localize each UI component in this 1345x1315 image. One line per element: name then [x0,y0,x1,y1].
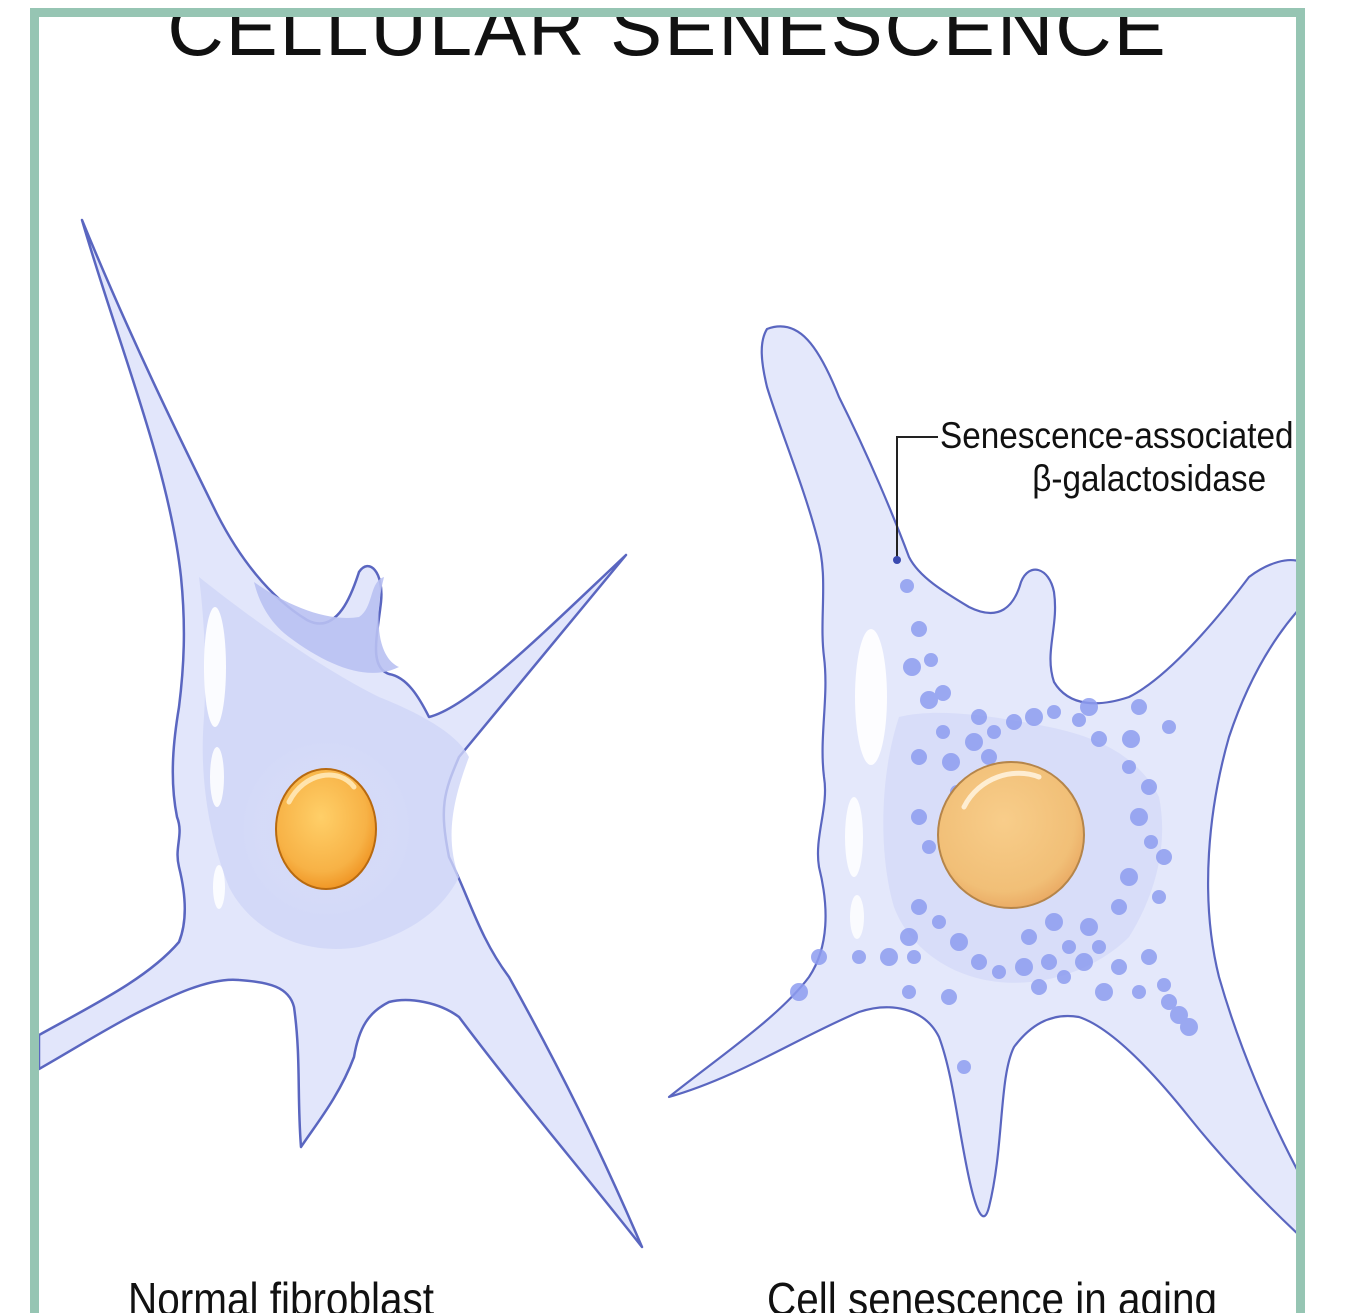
granule-dot [911,899,927,915]
granule-dot [911,809,927,825]
left-caption: Normal fibroblast [128,1272,434,1313]
granule-dot [880,948,898,966]
granule-dot [1144,835,1158,849]
granule-dot [971,709,987,725]
granule-dot [1132,985,1146,999]
granule-dot [1091,731,1107,747]
senescent-nucleus [938,762,1084,908]
granule-dot [1025,708,1043,726]
granule-dot [922,840,936,854]
highlight-shape [845,797,863,877]
granule-dot [1006,714,1022,730]
callout-line2: β-galactosidase [1005,458,1294,501]
granule-dot [911,749,927,765]
granule-dot [900,579,914,593]
granule-dot [1111,899,1127,915]
granule-dot [1180,1018,1198,1036]
granule-dot [1131,699,1147,715]
granule-dot [932,915,946,929]
granule-dot [852,950,866,964]
callout-line1: Senescence-associated [940,415,1294,458]
granule-dot [1021,929,1037,945]
granule-dot [1075,953,1093,971]
highlight-shape [213,865,225,909]
granule-dot [950,933,968,951]
granule-dot [941,989,957,1005]
granule-dot [957,1060,971,1074]
granule-dot [900,928,918,946]
granule-dot [1015,958,1033,976]
right-caption: Cell senescence in aging [767,1272,1217,1313]
granule-dot [1095,983,1113,1001]
granule-dot [1041,954,1057,970]
granule-dot [907,950,921,964]
granule-dot [992,965,1006,979]
granule-dot [936,725,950,739]
callout-label: Senescence-associated β-galactosidase [940,415,1294,500]
normal-fibroblast-cell [39,220,642,1247]
granule-dot [1080,918,1098,936]
callout-pointer-dot [893,556,901,564]
granule-dot [920,691,938,709]
granule-dot [1031,979,1047,995]
granule-dot [1130,808,1148,826]
granule-dot [981,749,997,765]
granule-dot [1156,849,1172,865]
granule-dot [1122,760,1136,774]
fibroblast-nucleus [276,769,376,889]
highlight-shape [855,629,887,765]
granule-dot [1057,970,1071,984]
highlight-shape [210,747,224,807]
granule-dot [1120,868,1138,886]
granule-dot [1162,720,1176,734]
highlight-shape [850,895,864,939]
granule-dot [911,621,927,637]
granule-dot [1080,698,1098,716]
granule-dot [965,733,983,751]
granule-dot [1072,713,1086,727]
illustration [39,17,1296,1313]
diagram-frame: CELLULAR SENESCENCE [30,8,1305,1313]
granule-dot [1045,913,1063,931]
highlight-shape [204,607,226,727]
granule-dot [1122,730,1140,748]
granule-dot [790,983,808,1001]
granule-dot [987,725,1001,739]
granule-dot [811,949,827,965]
granule-dot [942,753,960,771]
granule-dot [1062,940,1076,954]
granule-dot [924,653,938,667]
granule-dot [1092,940,1106,954]
granule-dot [971,954,987,970]
granule-dot [902,985,916,999]
granule-dot [1157,978,1171,992]
granule-dot [903,658,921,676]
granule-dot [1111,959,1127,975]
granule-dot [1047,705,1061,719]
granule-dot [1141,779,1157,795]
granule-dot [1152,890,1166,904]
granule-dot [1141,949,1157,965]
